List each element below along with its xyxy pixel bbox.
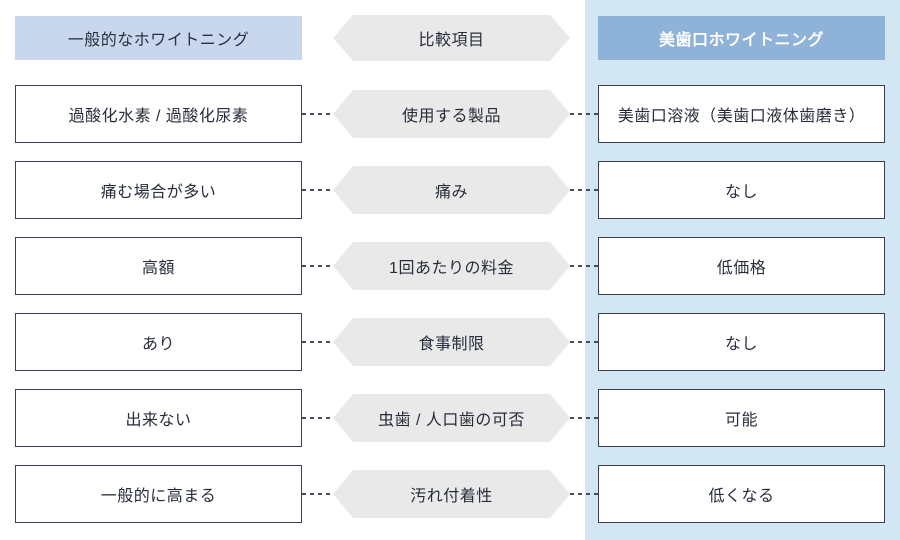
right-value-box: なし	[598, 313, 885, 371]
connector-dash-left	[302, 265, 333, 267]
right-value-box: 低価格	[598, 237, 885, 295]
connector-dash-left	[302, 341, 333, 343]
connector-dash-right	[570, 341, 598, 343]
comparison-row-cavity-artificial-teeth: 出来ない 虫歯 / 人口歯の可否 可能	[0, 389, 900, 447]
comparison-item-label: 1回あたりの料金	[333, 242, 570, 290]
left-value-box: 高額	[15, 237, 302, 295]
right-value-box: なし	[598, 161, 885, 219]
comparison-row-product: 過酸化水素 / 過酸化尿素 使用する製品 美歯口溶液（美歯口液体歯磨き）	[0, 85, 900, 143]
connector-dash-left	[302, 113, 333, 115]
comparison-row-stain-adhesion: 一般的に高まる 汚れ付着性 低くなる	[0, 465, 900, 523]
connector-dash-left	[302, 493, 333, 495]
connector-dash-right	[570, 113, 598, 115]
left-value-box: 出来ない	[15, 389, 302, 447]
connector-dash-right	[570, 417, 598, 419]
comparison-item-label: 食事制限	[333, 318, 570, 366]
left-value-box: 過酸化水素 / 過酸化尿素	[15, 85, 302, 143]
comparison-row-price: 高額 1回あたりの料金 低価格	[0, 237, 900, 295]
header-row: 一般的なホワイトニング 比較項目 美歯口ホワイトニング	[0, 16, 900, 60]
comparison-item-label: 使用する製品	[333, 90, 570, 138]
connector-dash-right	[570, 493, 598, 495]
connector-dash-right	[570, 265, 598, 267]
connector-dash-right	[570, 189, 598, 191]
left-value-box: 痛む場合が多い	[15, 161, 302, 219]
comparison-items-header: 比較項目	[333, 15, 570, 61]
left-value-box: あり	[15, 313, 302, 371]
left-value-box: 一般的に高まる	[15, 465, 302, 523]
comparison-item-label: 汚れ付着性	[333, 470, 570, 518]
comparison-row-pain: 痛む場合が多い 痛み なし	[0, 161, 900, 219]
right-value-box: 可能	[598, 389, 885, 447]
comparison-item-label: 虫歯 / 人口歯の可否	[333, 394, 570, 442]
right-column-header: 美歯口ホワイトニング	[598, 16, 885, 60]
connector-dash-left	[302, 417, 333, 419]
right-value-box: 低くなる	[598, 465, 885, 523]
connector-dash-left	[302, 189, 333, 191]
comparison-row-diet-restriction: あり 食事制限 なし	[0, 313, 900, 371]
left-column-header: 一般的なホワイトニング	[15, 16, 302, 60]
comparison-item-label: 痛み	[333, 166, 570, 214]
right-value-box: 美歯口溶液（美歯口液体歯磨き）	[598, 85, 885, 143]
